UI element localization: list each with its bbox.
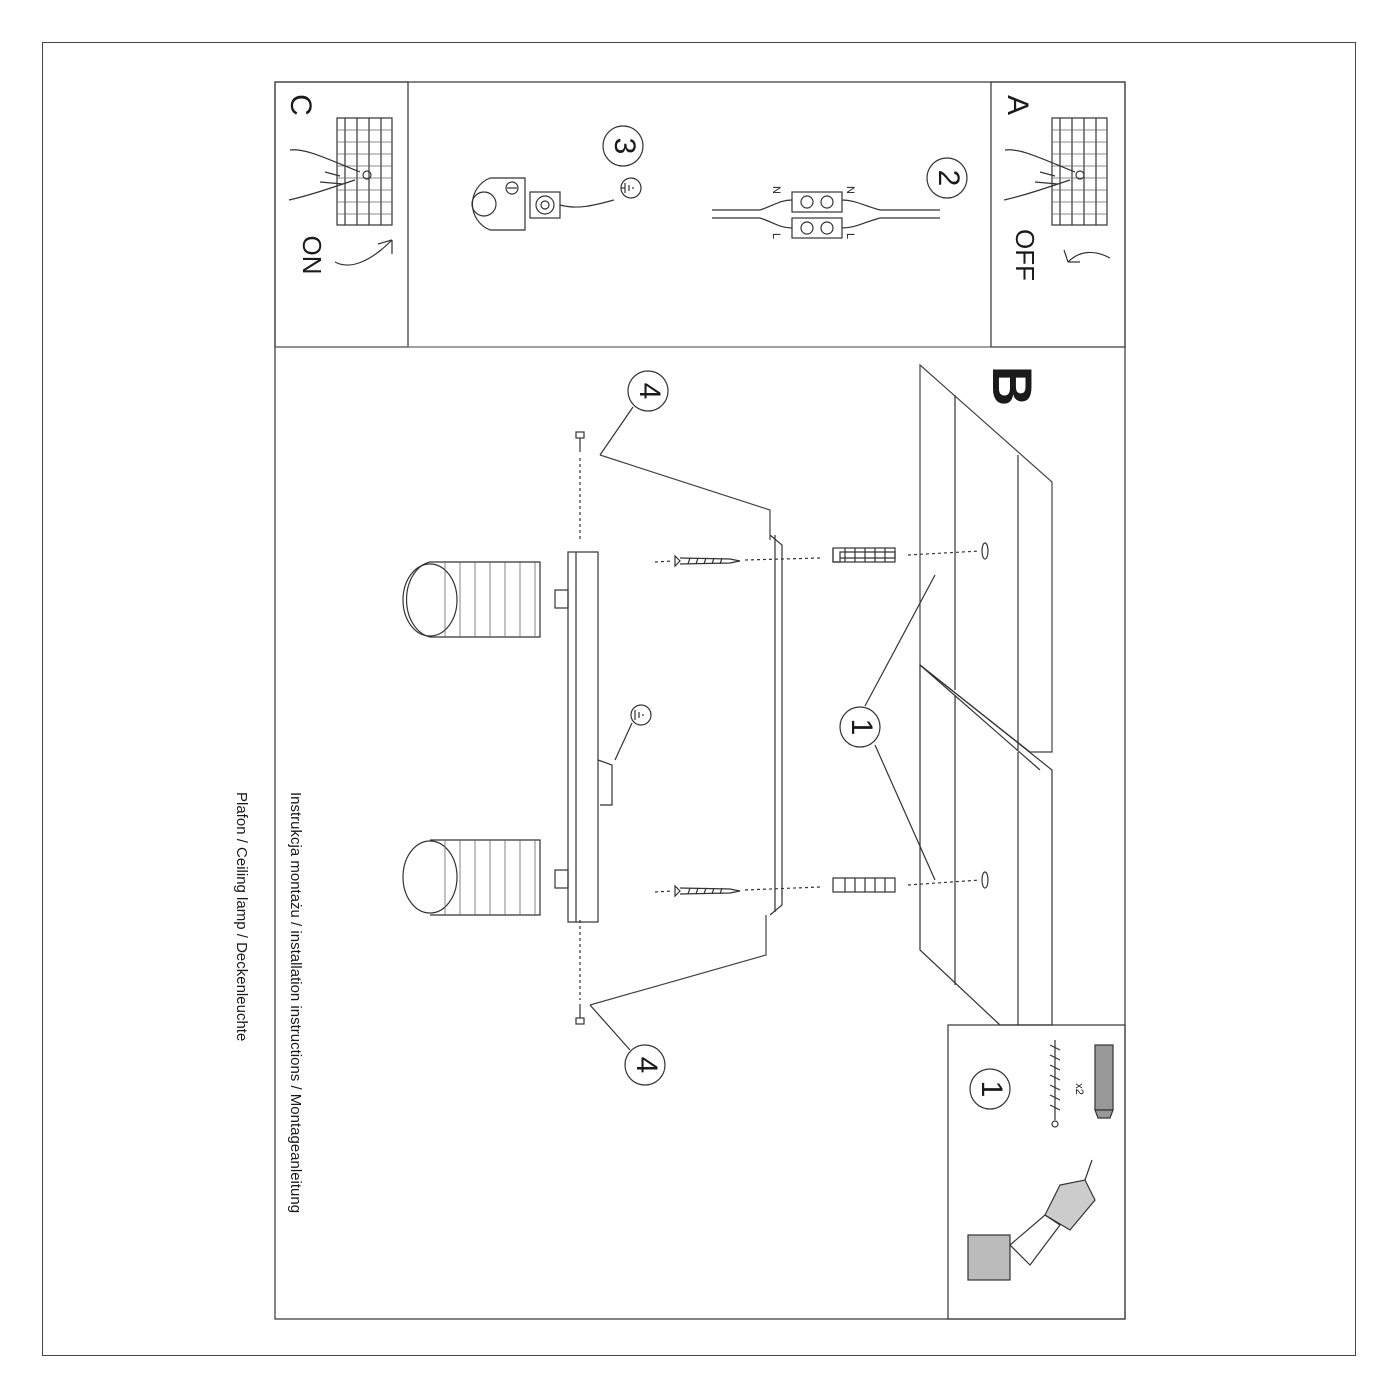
lamp-shade-top [402,561,569,638]
panel-a-letter: A [1001,94,1034,115]
hardware-screw [1049,1040,1061,1128]
connector-label-l-right: L [844,232,856,240]
wall-plug-bottom [832,877,981,893]
ceiling-panels [919,363,1053,1026]
callout-circle-1 [839,706,881,748]
earth-symbol-lamp [614,704,652,761]
panel-c-box [274,81,409,348]
power-drill [967,1159,1096,1281]
fixing-screw-top [575,406,771,540]
caption-block: Instrukcja montażu / installation instru… [233,792,340,1213]
callout-1: 1 [845,718,878,736]
callout-3: 3 [608,137,641,155]
fixing-screw-bottom [575,915,767,1051]
callout-circle-hw [969,1068,1011,1110]
callout-1-leaders [864,574,936,881]
connector-label-n-right: N [844,186,856,194]
callout-4-bottom: 4 [630,1056,663,1074]
callout-circle-2 [926,157,968,199]
breaker-box-a [1003,117,1111,263]
wall-plug-top [832,547,981,563]
panel-b-letter: B [981,365,1044,407]
panel-a-state-off: OFF [1010,229,1040,281]
panel-a-box [990,81,1126,348]
instruction-sheet [274,81,1126,1320]
callout-circle-3 [602,125,644,167]
wood-screw-top [654,554,741,568]
caption-line-1: Instrukcja montażu / installation instru… [287,792,304,1214]
page-frame [42,42,1356,1356]
wood-screw-bottom [654,884,741,898]
connector-label-l-left: L [770,232,782,240]
hardware-plug [1094,1044,1114,1119]
callout-circle-4-top [627,370,669,412]
callout-circle-4-bottom [624,1044,666,1086]
mounting-bracket [744,534,821,916]
panel-c-letter: C [284,94,317,116]
lamp-shade-bottom [402,839,569,916]
hardware-quantity: x2 [1073,1083,1085,1095]
earth-symbol-top [620,177,642,199]
callout-4-top: 4 [633,382,666,400]
breaker-box-c [288,117,393,266]
earth-terminal [471,177,615,231]
connector-label-n-left: N [770,186,782,194]
panel-c-state-on: ON [297,235,327,275]
lamp-bar [567,551,613,923]
hardware-callout: 1 [975,1080,1008,1098]
wago-connector [712,191,940,239]
caption-line-2: Plafon / Ceiling lamp / Deckenleuchte [233,792,250,1042]
callout-2: 2 [932,169,965,187]
